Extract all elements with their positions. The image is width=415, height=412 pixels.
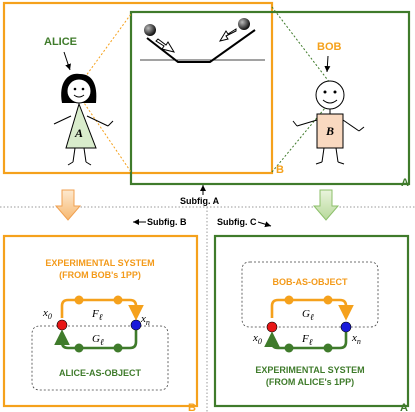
f-node-c-1 [284, 343, 294, 353]
subfig-c-caption: Subfig. C [217, 217, 257, 227]
x0-node-c [266, 321, 278, 333]
xn-node [130, 319, 142, 331]
subfig-c: Subfig. C BOB-AS-OBJECT x0 xn Gℓ Fℓ EXPE… [213, 217, 410, 412]
sight-lines [79, 6, 331, 173]
alice-object-label: ALICE-AS-OBJECT [59, 368, 142, 378]
down-arrow-orange [54, 189, 82, 221]
trough-apparatus [140, 18, 265, 63]
f-path [60, 298, 144, 321]
alice-figure: ALICE A [44, 36, 114, 166]
bob-object-box [241, 261, 379, 328]
panel-dividers [0, 206, 415, 412]
g-path [54, 329, 138, 350]
f-path-c [264, 331, 348, 350]
alice-head [66, 78, 92, 104]
subfig-b-title-2: (FROM BOB's 1PP) [59, 270, 141, 280]
f-node-c-2 [323, 343, 333, 353]
x0-label: x0 [42, 307, 52, 321]
bob-object-label: BOB-AS-OBJECT [272, 277, 348, 287]
push-arrow-left [155, 38, 176, 53]
ball-right [238, 18, 250, 30]
x0-label-c: x0 [252, 332, 262, 346]
g-label-c: Gℓ [302, 308, 314, 322]
alice-object-box [31, 325, 169, 391]
subfig-a: ALICE A BOB [2, 1, 411, 206]
f-node-1 [74, 295, 84, 305]
frame-a-letter-a: A [401, 177, 409, 189]
f-label: Fℓ [91, 308, 103, 322]
down-arrow-green [312, 189, 340, 221]
bob-label: BOB [317, 41, 342, 53]
f-label-c: Fℓ [301, 333, 313, 347]
g-path-c [270, 298, 354, 321]
subfig-b-title-1: EXPERIMENTAL SYSTEM [45, 258, 154, 268]
subfig-c-frame [213, 234, 410, 408]
g-node-2 [113, 343, 123, 353]
frame-b-letter-b: B [188, 402, 196, 412]
xn-label: xn [140, 313, 150, 327]
frame-b-letter-a: B [276, 164, 284, 176]
bob-shirt [316, 113, 344, 149]
bob-frame [2, 1, 274, 175]
subfig-b: Subfig. B EXPERIMENTAL SYSTEM (FROM BOB'… [2, 217, 199, 412]
g-node-1 [74, 343, 84, 353]
subfig-b-frame [2, 234, 199, 408]
subfig-b-caption: Subfig. B [147, 217, 187, 227]
f-node-2 [113, 295, 123, 305]
subfig-a-caption: Subfig. A [180, 196, 220, 206]
g-node-c-2 [323, 295, 333, 305]
frame-a-letter-c: A [400, 402, 408, 412]
g-label: Gℓ [92, 333, 104, 347]
subfig-c-title-1: EXPERIMENTAL SYSTEM [255, 365, 364, 375]
x0-node [56, 319, 68, 331]
bob-head [315, 80, 345, 110]
bob-figure: BOB B [292, 41, 365, 165]
push-arrow-right [218, 28, 237, 42]
xn-node-c [340, 321, 352, 333]
xn-label-c: xn [351, 332, 361, 346]
alice-dress [65, 102, 97, 149]
alice-frame [129, 10, 411, 186]
alice-label: ALICE [44, 36, 77, 48]
subfig-c-title-2: (FROM ALICE's 1PP) [266, 377, 354, 387]
alice-letter: A [74, 126, 83, 140]
g-node-c-1 [284, 295, 294, 305]
bob-letter: B [325, 124, 334, 138]
ball-left [144, 24, 156, 36]
